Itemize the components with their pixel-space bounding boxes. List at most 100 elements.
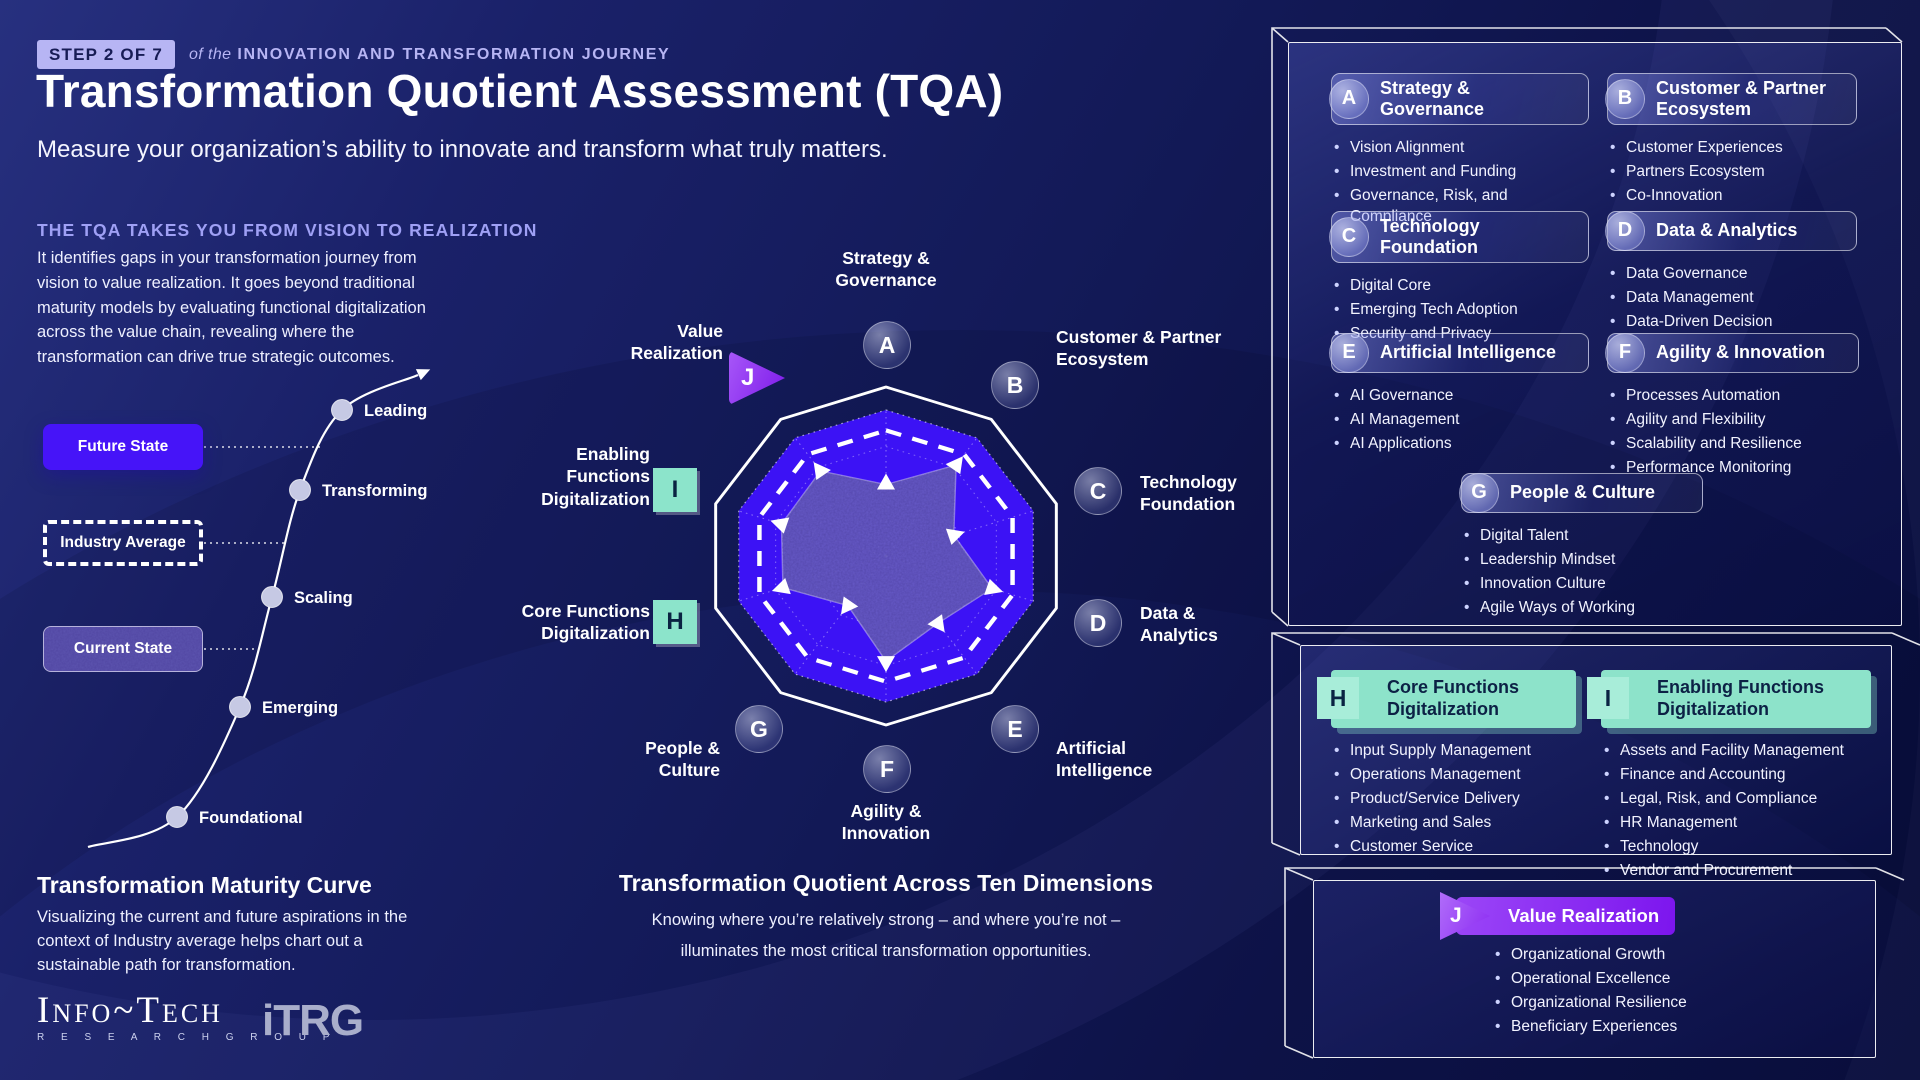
infotech-logo-subtext: R E S E A R C H G R O U P [37,1032,337,1043]
bullet-item: AI Management [1331,410,1589,431]
bullet-item: Governance, Risk, and Compliance [1331,186,1589,227]
bullet-item: AI Governance [1331,386,1589,407]
bullet-item: Customer Experiences [1607,138,1857,159]
card-bullets: Assets and Facility ManagementFinance an… [1601,741,1871,882]
badge-letter: B [1605,79,1645,120]
bullet-item: Technology [1601,837,1871,858]
card-core-functions: H Core Functions Digitalization Input Sup… [1317,670,1576,861]
bullet-item: Operational Excellence [1492,969,1756,990]
radar-badge-e: E [991,705,1039,753]
radar-label-data-analytics: Data & Analytics [1140,603,1218,646]
bullet-item: Input Supply Management [1331,741,1576,762]
radar-caption-title: Transformation Quotient Across Ten Dimen… [618,870,1154,896]
card-title: Artificial Intelligence [1380,342,1557,363]
bullet-item: Agile Ways of Working [1461,598,1703,619]
itrg-logo: iTRG [262,996,364,1045]
card-header: F Agility & Innovation [1605,333,1859,373]
legend-current-state: Current State [43,626,203,672]
radar-label-customer-partner: Customer & Partner Ecosystem [1056,327,1222,370]
card-bullets: Vision AlignmentInvestment and FundingGo… [1331,138,1589,227]
card-header-teal: H Core Functions Digitalization [1317,670,1576,728]
radar-badge-a: A [863,321,911,369]
bullet-item: AI Applications [1331,434,1589,455]
badge-letter: H [1317,677,1359,719]
bullet-item: Scalability and Resilience [1607,434,1859,455]
radar-label-agility-innovation: Agility & Innovation [841,801,931,844]
legend-industry-average: Industry Average [43,520,203,566]
radar-label-enabling-functions: Enabling Functions Digitalization [541,444,650,509]
bullet-item: Data Management [1607,288,1857,309]
maturity-caption-title: Transformation Maturity Curve [37,872,372,898]
bullet-item: Partners Ecosystem [1607,162,1857,183]
card-agility-innovation: F Agility & Innovation Processes Automati… [1605,333,1859,482]
legend-industry-label: Industry Average [60,534,186,551]
bullet-item: Innovation Culture [1461,574,1703,595]
legend-current-label: Current State [73,640,173,657]
maturity-stage-label: Foundational [199,809,303,827]
bullet-item: Beneficiary Experiences [1492,1017,1756,1038]
bullet-item: Data Governance [1607,264,1857,285]
maturity-stage-label: Transforming [322,482,427,500]
card-title: People & Culture [1510,482,1656,503]
radar-label-core-functions: Core Functions Digitalization [521,601,650,644]
step-badge: STEP 2 OF 7 [37,40,175,69]
bullet-item: Organizational Growth [1492,945,1756,966]
radar-chart [714,385,1058,727]
bullet-item: Performance Monitoring [1607,458,1859,479]
radar-label-strategy-governance: Strategy & Governance [835,248,937,291]
card-title: Strategy & Governance [1380,78,1485,120]
bullet-item: Assets and Facility Management [1601,741,1871,762]
bullet-item: Operations Management [1331,765,1576,786]
eyebrow-prefix: of the [188,45,232,63]
radar-badge-i: I [653,468,697,512]
grain-texture [44,627,202,671]
card-artificial-intelligence: E Artificial Intelligence AI GovernanceAI… [1329,333,1589,458]
bullet-item: Marketing and Sales [1331,813,1576,834]
radar-badge-b: B [991,361,1039,409]
bullet-item: HR Management [1601,813,1871,834]
page-subtitle: Measure your organization’s ability to i… [37,136,888,163]
radar-badge-c: C [1074,467,1122,515]
maturity-curve-chart: FoundationalEmergingScalingTransformingL… [87,369,431,849]
page-title: Transformation Quotient Assessment (TQA) [36,65,1004,117]
maturity-caption-body: Visualizing the current and future aspir… [37,908,408,974]
maturity-stage-label: Emerging [262,699,338,717]
badge-letter: C [1329,217,1369,258]
radar-label-value-realization: Value Realization [630,321,723,364]
bullet-item: Leadership Mindset [1461,550,1703,571]
bullet-item: Digital Core [1331,276,1589,297]
card-bullets: Digital TalentLeadership MindsetInnovati… [1461,526,1703,619]
radar-label-artificial-intelligence: Artificial Intelligence [1056,738,1153,781]
badge-letter: E [1329,333,1369,373]
radar-badge-g: G [735,705,783,753]
radar-label-technology-foundation: Technology Foundation [1140,472,1237,515]
card-title: Agility & Innovation [1656,342,1825,363]
card-header: E Artificial Intelligence [1329,333,1589,373]
card-bullets: Processes AutomationAgility and Flexibil… [1607,386,1859,479]
bullet-item: Legal, Risk, and Compliance [1601,789,1871,810]
badge-letter: J [1440,892,1490,940]
card-bullets: Customer ExperiencesPartners EcosystemCo… [1607,138,1857,207]
bullet-item: Data-Driven Decision [1607,312,1857,333]
intro-body: It identifies gaps in your transformatio… [37,249,426,366]
panel-digitalization-h-i: H Core Functions Digitalization Input Sup… [1271,632,1920,882]
badge-letter: F [1605,333,1645,373]
radar-badge-d: D [1074,599,1122,647]
card-title: Core Functions Digitalization [1387,677,1520,719]
bullet-item: Agility and Flexibility [1607,410,1859,431]
